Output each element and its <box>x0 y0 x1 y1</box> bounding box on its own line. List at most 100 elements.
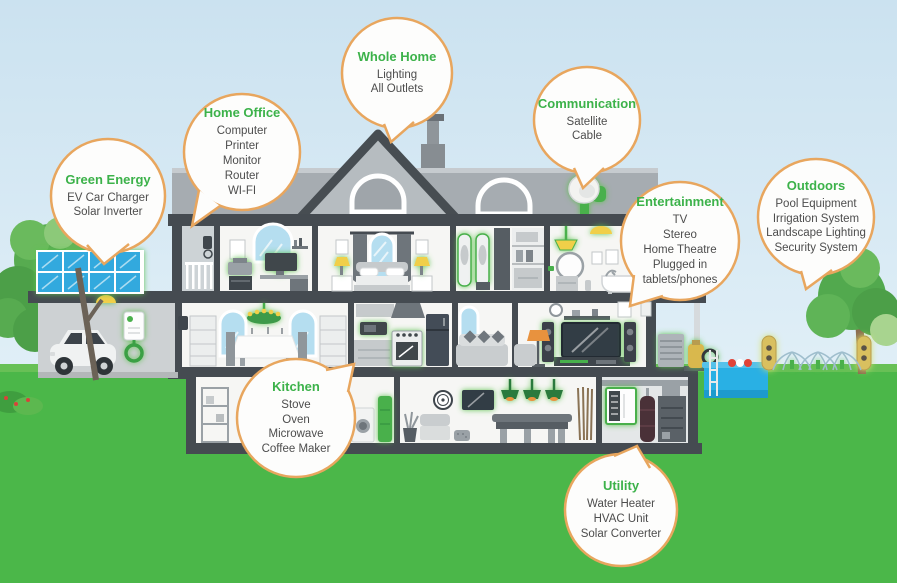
callout-kitchen: Kitchen Stove Oven Microwave Coffee Make… <box>237 359 355 477</box>
callout-item: Water Heater <box>587 498 655 511</box>
water-heater-icon <box>640 388 655 442</box>
callout-item: TV <box>672 214 688 227</box>
chandelier-icon <box>247 303 281 324</box>
left-tree-branch <box>86 298 104 322</box>
printer-icon <box>228 258 252 275</box>
garage <box>28 291 180 378</box>
pool-float <box>744 359 752 367</box>
home-office-room <box>228 222 308 291</box>
satellite-dish-icon <box>568 174 606 218</box>
pool-float <box>736 359 744 367</box>
callout-item: HVAC Unit <box>593 512 649 525</box>
ev-charger-icon <box>123 311 145 363</box>
callout-item: Home Theatre <box>643 243 717 256</box>
bedside-lamp-icon <box>414 257 430 275</box>
left-tree-trunk <box>75 267 99 381</box>
callout-title: Home Office <box>203 105 281 121</box>
pool-icon <box>702 350 770 398</box>
sprinkler-icon <box>772 351 812 371</box>
bushes <box>0 391 43 415</box>
basement-tv-icon <box>462 390 494 410</box>
callout-title: Utility <box>602 478 640 494</box>
hutch <box>189 315 217 367</box>
computer-monitor-icon <box>265 253 297 275</box>
outdoor-yard <box>658 334 872 398</box>
car-icon <box>50 330 116 375</box>
sprinklers <box>772 351 862 371</box>
exterior-device <box>640 301 652 317</box>
callout-green-energy: Green Energy EV Car Charger Solar Invert… <box>51 139 165 253</box>
porch-column <box>694 303 700 367</box>
callout-title: Green Energy <box>65 171 151 187</box>
green-cabinet <box>378 396 392 442</box>
hutch <box>319 315 347 367</box>
tv-stand <box>554 357 630 366</box>
bath-ceiling-light-icon <box>590 226 612 234</box>
callout-item: Router <box>224 169 260 182</box>
den-room <box>456 305 508 366</box>
dining-room <box>178 303 347 367</box>
callout-shapes <box>49 16 876 568</box>
bathroom <box>548 226 645 294</box>
bath-pendant-light-icon <box>554 226 578 251</box>
wall-frame <box>229 239 246 260</box>
callout-item: Monitor <box>222 154 262 167</box>
rec-room <box>403 379 593 443</box>
wardrobe-column <box>494 228 510 290</box>
microwave-icon <box>360 322 387 335</box>
cue-rack <box>577 386 593 441</box>
utility-equipment <box>602 380 688 442</box>
ac-unit-icon <box>658 334 684 367</box>
callout-item: Landscape Lighting <box>766 227 866 240</box>
wall-device-icon <box>203 236 212 249</box>
callout-item: All Outlets <box>370 83 424 96</box>
ottoman <box>454 430 470 441</box>
dartboard-icon <box>433 390 453 410</box>
sprinkler-icon <box>822 351 862 371</box>
callout-whole-home: Whole Home Lighting All Outlets <box>342 18 452 128</box>
kitchen-room <box>354 303 449 367</box>
callout-title: Whole Home <box>357 48 437 64</box>
nightstand <box>331 275 353 292</box>
right-tree <box>806 248 897 374</box>
callout-item: Oven <box>282 413 310 426</box>
upper-cabinets <box>356 304 394 317</box>
callout-item: Cable <box>571 130 603 143</box>
callout-communication: Communication Satellite Cable <box>534 67 640 173</box>
refrigerator-icon <box>426 314 449 366</box>
callout-entertainment: Entertainment TV Stereo Home Theatre Plu… <box>621 182 739 300</box>
floor-lamp-icon <box>527 330 550 367</box>
round-mirror <box>555 251 585 281</box>
callout-home-office: Home Office Computer Printer Monitor Rou… <box>184 94 300 210</box>
callout-item: Solar Converter <box>580 527 662 540</box>
electrical-panel-icon <box>605 387 637 425</box>
house <box>168 114 706 454</box>
callout-item: WI-FI <box>227 184 257 197</box>
chair <box>298 332 307 366</box>
speaker-icon <box>542 322 554 362</box>
callout-utility: Utility Water Heater HVAC Unit Solar Con… <box>565 454 677 566</box>
solar-panels-icon <box>36 250 144 294</box>
closet-room <box>457 228 544 290</box>
callout-item: Lighting <box>376 68 418 81</box>
callout-item: EV Car Charger <box>67 191 149 204</box>
vanity-mirror-icon <box>457 233 472 287</box>
nightstand <box>411 275 433 292</box>
callout-item: Printer <box>225 140 259 153</box>
bedroom <box>331 231 433 292</box>
basement-sofa <box>420 414 450 426</box>
living-room <box>514 301 636 367</box>
office-cabinet <box>229 276 252 290</box>
bed <box>356 276 408 285</box>
callout-title: Outdoors <box>786 177 846 193</box>
callout-item: Microwave <box>268 428 324 441</box>
den-window <box>458 305 480 340</box>
wall-shelf <box>564 316 610 320</box>
callout-item: Security System <box>774 242 858 255</box>
landscape-light-icon <box>856 335 872 371</box>
callout-title: Entertainment <box>636 194 724 210</box>
callout-item: Stove <box>281 398 311 411</box>
callout-item: Coffee Maker <box>261 443 331 456</box>
